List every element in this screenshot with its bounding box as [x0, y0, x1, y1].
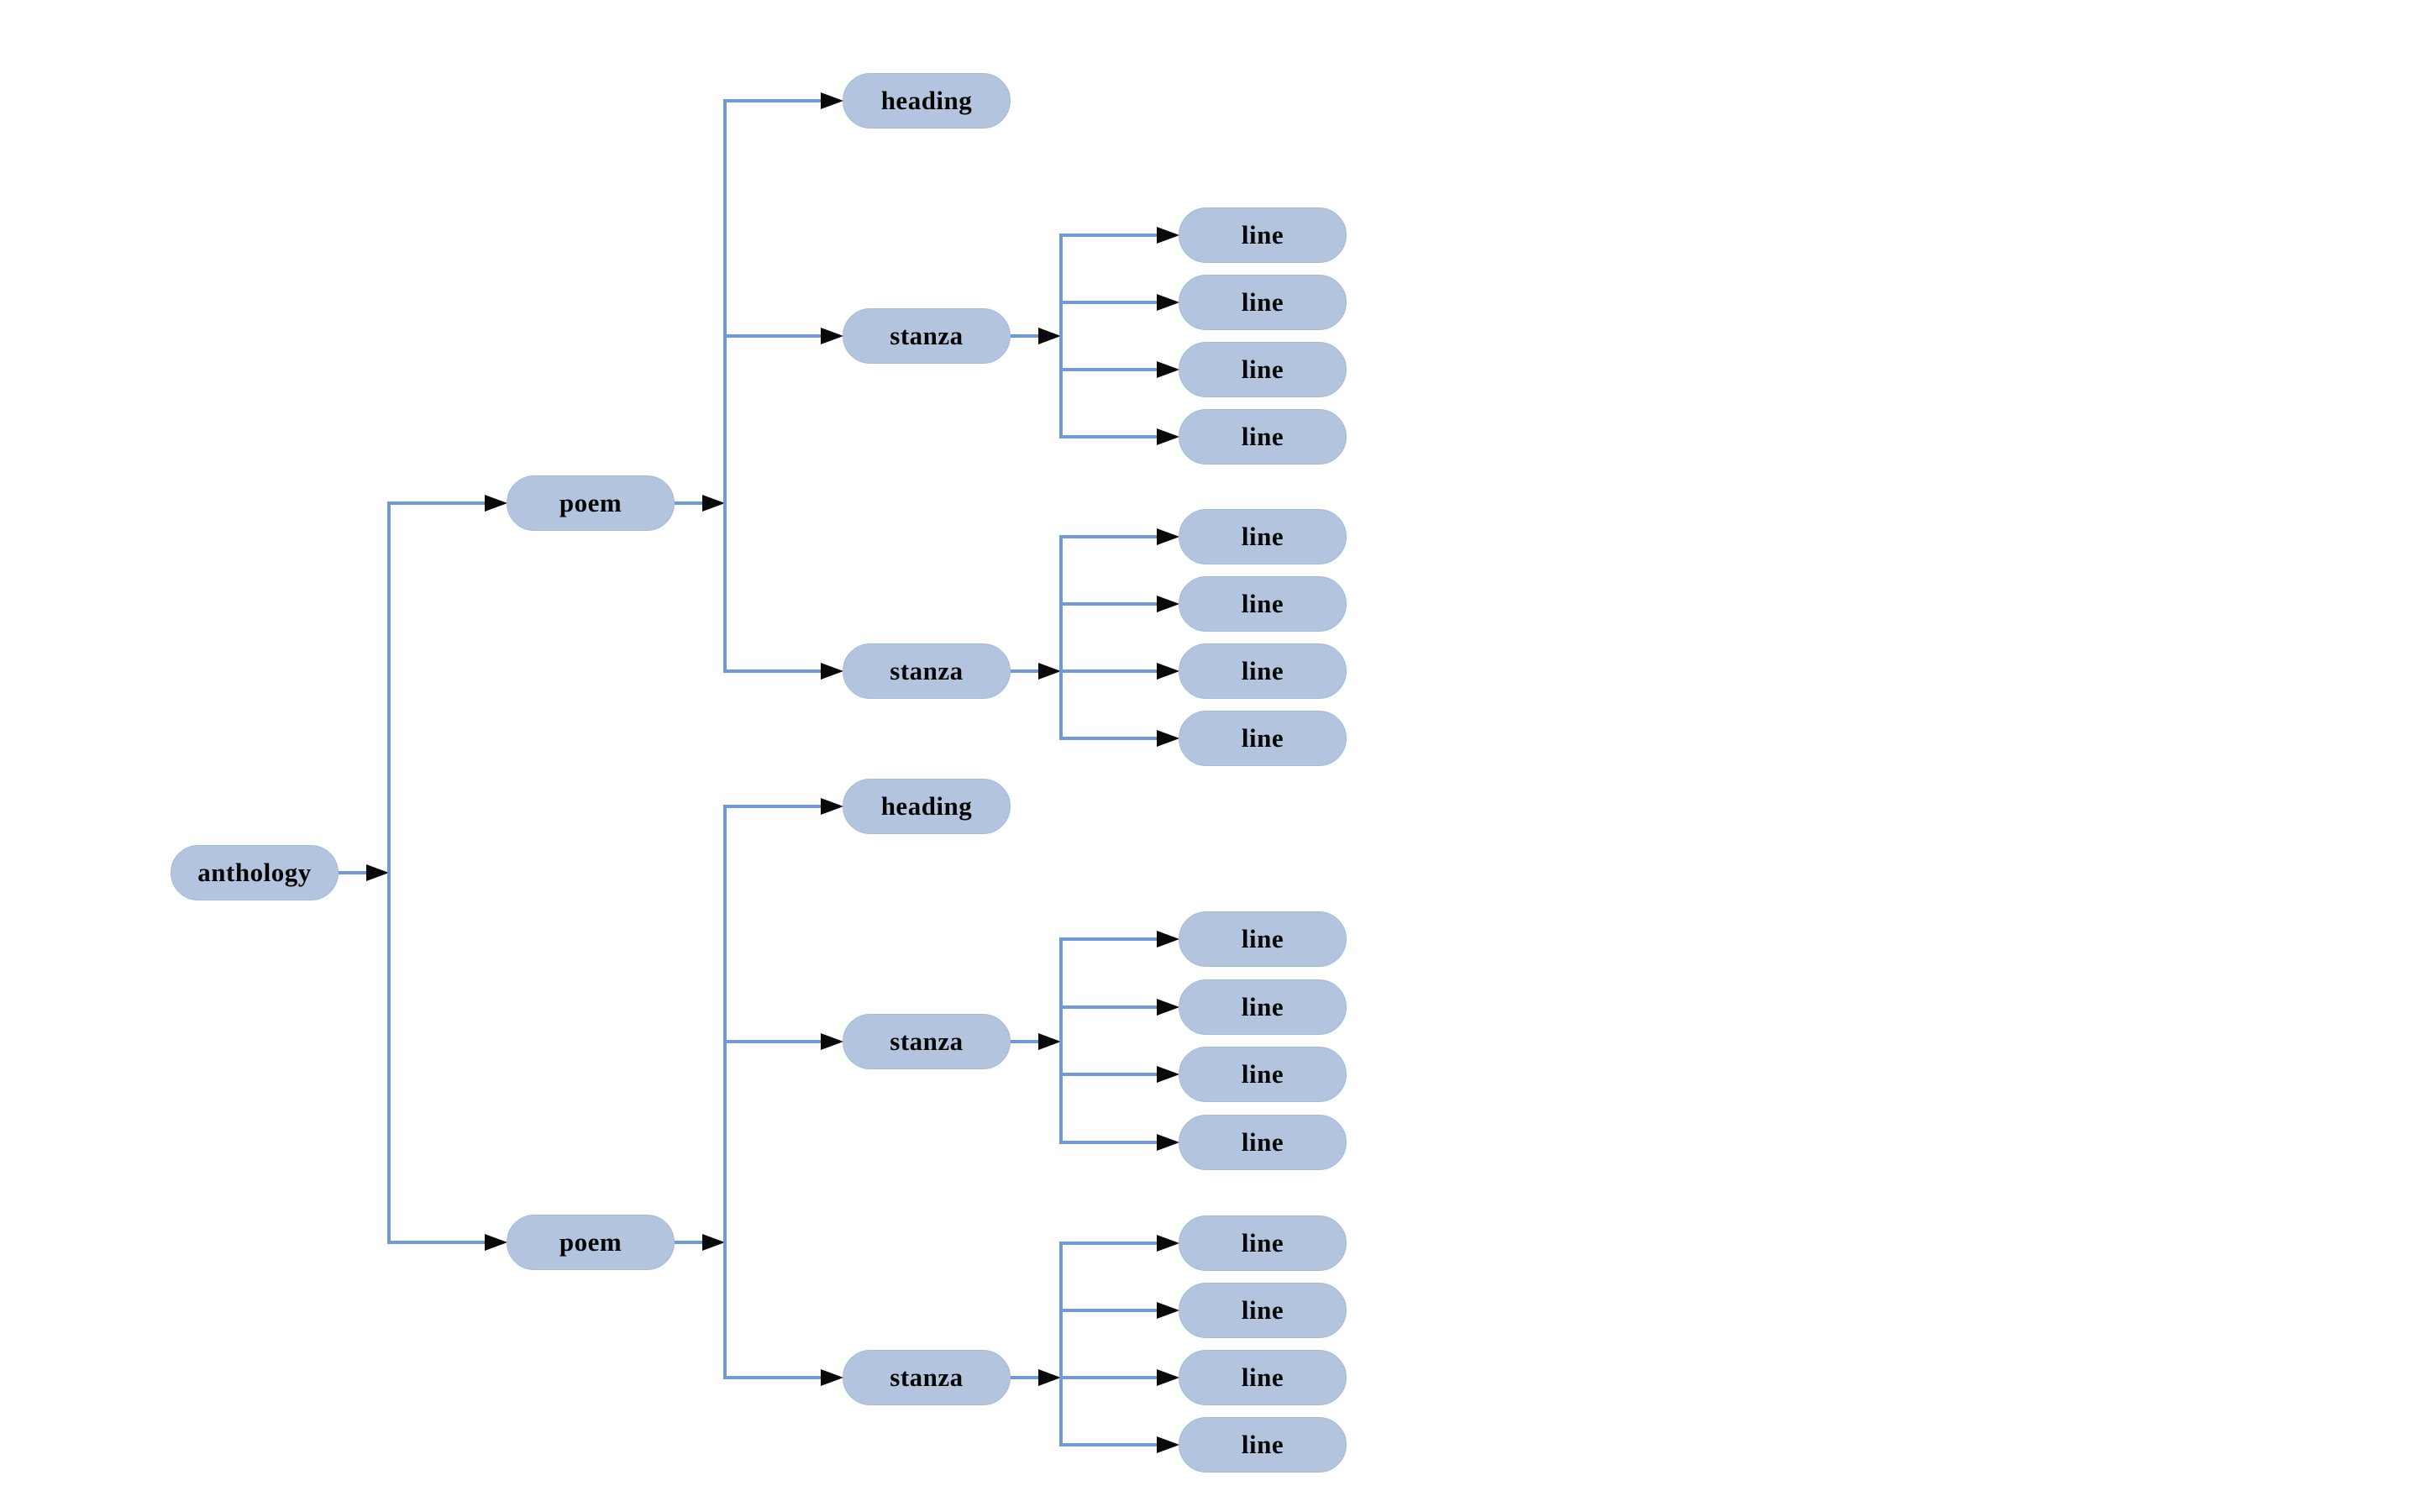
arrowhead-icon [821, 1369, 843, 1386]
node-line: line [1179, 1115, 1347, 1170]
node-line: line [1179, 1283, 1347, 1338]
node-stanza: stanza [843, 643, 1011, 699]
node-line: line [1179, 275, 1347, 330]
arrowhead-icon [485, 1234, 507, 1251]
node-line: line [1179, 576, 1347, 632]
arrowhead-icon [1157, 596, 1179, 612]
node-poem: poem [507, 475, 675, 531]
arrowhead-icon [1157, 1235, 1179, 1252]
node-line: line [1179, 711, 1347, 766]
arrowhead-icon [485, 495, 507, 512]
arrowhead-icon [1157, 1066, 1179, 1083]
node-heading: heading [843, 73, 1011, 129]
node-heading: heading [843, 779, 1011, 834]
node-line: line [1179, 409, 1347, 465]
arrowhead-icon [821, 798, 843, 815]
arrowhead-icon [1157, 294, 1179, 311]
arrowhead-icon [1157, 361, 1179, 378]
node-line: line [1179, 1047, 1347, 1102]
arrowhead-icon [821, 663, 843, 680]
arrowhead-icon [1038, 1033, 1061, 1050]
arrowhead-icon [1038, 328, 1061, 344]
arrowhead-icon [1157, 428, 1179, 445]
arrowhead-icon [1157, 528, 1179, 545]
node-stanza: stanza [843, 1014, 1011, 1069]
arrowhead-icon [1157, 999, 1179, 1016]
arrowhead-icon [1038, 663, 1061, 680]
node-line: line [1179, 342, 1347, 397]
node-line: line [1179, 207, 1347, 263]
node-line: line [1179, 1350, 1347, 1405]
node-line: line [1179, 643, 1347, 699]
arrowhead-icon [1157, 1369, 1179, 1386]
arrowhead-icon [1038, 1369, 1061, 1386]
arrowhead-icon [1157, 730, 1179, 747]
arrowhead-icon [1157, 931, 1179, 948]
node-anthology: anthology [171, 845, 339, 900]
arrowhead-icon [821, 328, 843, 344]
arrowhead-icon [1157, 1436, 1179, 1453]
arrowhead-icon [821, 1033, 843, 1050]
arrowhead-icon [1157, 1302, 1179, 1319]
arrowhead-icon [702, 495, 725, 512]
arrowhead-icon [821, 92, 843, 109]
node-line: line [1179, 911, 1347, 967]
node-stanza: stanza [843, 308, 1011, 364]
node-poem: poem [507, 1215, 675, 1270]
node-stanza: stanza [843, 1350, 1011, 1405]
arrowhead-icon [1157, 1134, 1179, 1151]
arrowhead-icon [702, 1234, 725, 1251]
arrowhead-icon [1157, 663, 1179, 680]
arrowhead-icon [366, 864, 389, 881]
node-line: line [1179, 979, 1347, 1035]
arrowhead-icon [1157, 227, 1179, 244]
node-line: line [1179, 1215, 1347, 1271]
node-line: line [1179, 1417, 1347, 1473]
node-line: line [1179, 509, 1347, 564]
